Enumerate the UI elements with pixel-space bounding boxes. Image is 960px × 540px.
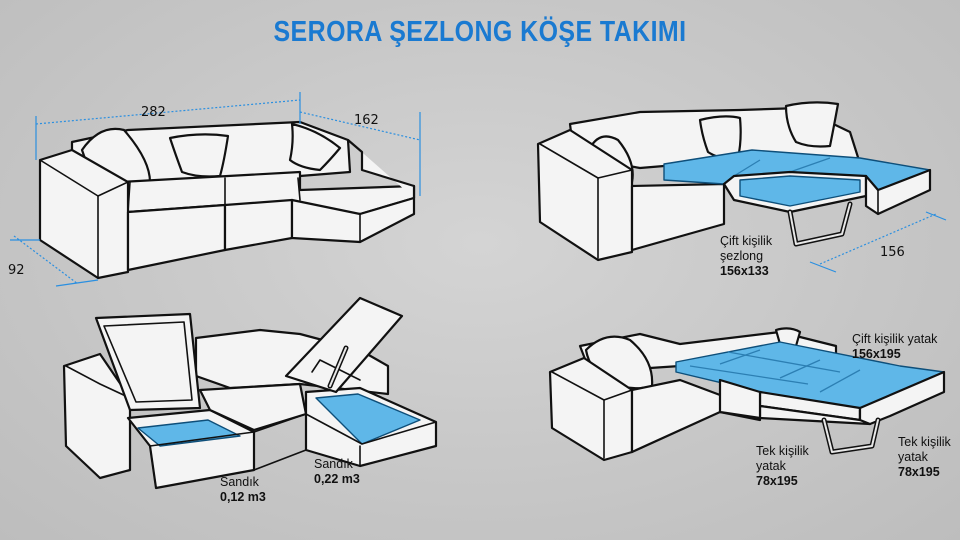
storage-large-label: Sandık: [314, 457, 354, 471]
storage-small-label: Sandık: [220, 475, 260, 489]
double-bed-size: 156x195: [852, 347, 901, 361]
single-bed-right-line1: Tek kişilik: [898, 435, 952, 449]
dimension-depth-label: 92: [8, 263, 25, 278]
single-bed-left-line1: Tek kişilik: [756, 444, 810, 458]
chaise-bed-label-line1: Çift kişilik: [720, 234, 773, 248]
single-bed-left-line2: yatak: [756, 459, 787, 473]
dimension-width-label: 282: [141, 105, 166, 120]
storage-small-volume: 0,12 m3: [220, 490, 266, 504]
single-bed-right-size: 78x195: [898, 465, 940, 479]
chaise-bed-size: 156x133: [720, 264, 769, 278]
page-title: SERORA ŞEZLONG KÖŞE TAKIMI: [273, 16, 687, 48]
single-bed-left-size: 78x195: [756, 474, 798, 488]
double-bed-label: Çift kişilik yatak: [852, 332, 938, 346]
sofa-dimensions-view: 282 162 92: [8, 92, 421, 287]
single-bed-right-line2: yatak: [898, 450, 929, 464]
sofa-chaise-bed-view: 156 Çift kişilik şezlong 156x133: [536, 101, 947, 278]
storage-large-volume: 0,22 m3: [314, 472, 360, 486]
dimension-bed-length-label: 156: [880, 245, 905, 260]
chaise-bed-label-line2: şezlong: [720, 249, 763, 263]
sofa-storage-view: Sandık 0,12 m3 Sandık 0,22 m3: [62, 296, 438, 504]
dimension-chaise-label: 162: [354, 113, 379, 128]
sofa-full-bed-view: Çift kişilik yatak 156x195 Tek kişilik y…: [548, 327, 952, 488]
